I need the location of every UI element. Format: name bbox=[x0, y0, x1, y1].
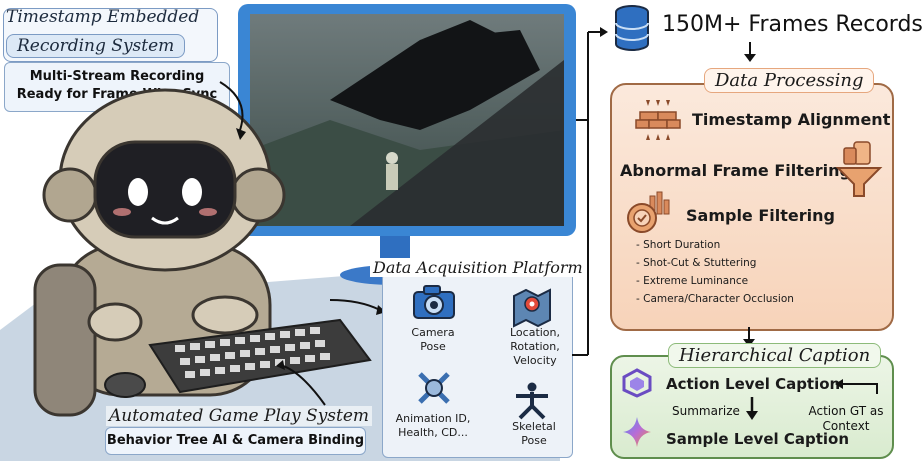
robot-hand-right bbox=[191, 295, 259, 335]
llm-logo-icon bbox=[622, 368, 652, 398]
records-label: 150M+ Frames Records bbox=[662, 12, 923, 37]
recording-title-line2: Recording System bbox=[6, 34, 186, 58]
map-location-icon bbox=[513, 288, 551, 328]
robot-and-monitor-illustration bbox=[0, 4, 576, 461]
robot-ear-left bbox=[42, 167, 98, 223]
robot-cheek-right bbox=[199, 208, 217, 216]
alignment-wall-icon bbox=[635, 100, 681, 140]
gameplay-title: Automated Game Play System bbox=[106, 406, 373, 426]
timestamp-alignment-label: Timestamp Alignment bbox=[692, 110, 891, 129]
action-level-caption: Action Level Caption bbox=[666, 375, 841, 393]
summarize-down-arrow bbox=[746, 397, 758, 420]
robot-chair-back bbox=[33, 263, 97, 417]
camera-icon bbox=[413, 285, 455, 319]
connector-lines bbox=[572, 27, 608, 356]
action-gt-context-label: Action GT as Context bbox=[808, 404, 884, 433]
robot-ear-right bbox=[230, 167, 286, 223]
crossed-swords-icon bbox=[418, 372, 450, 404]
game-character-body bbox=[386, 164, 398, 190]
recording-arrowhead bbox=[236, 128, 246, 140]
recording-desc-line1: Multi-Stream Recording bbox=[29, 69, 205, 84]
abnormal-filtering-label: Abnormal Frame Filtering bbox=[620, 161, 851, 180]
robot-smile bbox=[151, 216, 179, 225]
acquisition-arrow bbox=[329, 299, 381, 311]
robot-cheek-left bbox=[113, 208, 131, 216]
gameplay-desc: Behavior Tree AI & Camera Binding bbox=[105, 427, 366, 455]
game-dragon-shadow bbox=[350, 60, 564, 226]
mouse bbox=[104, 372, 146, 398]
robot-eye-right bbox=[182, 178, 202, 206]
recording-arrow bbox=[219, 81, 244, 131]
skeleton-pose-icon bbox=[516, 382, 548, 420]
acquisition-title: Data Acquisition Platform bbox=[370, 258, 586, 277]
gemini-sparkle-icon bbox=[623, 417, 651, 447]
filter-item: - Camera/Character Occlusion bbox=[636, 293, 794, 305]
camera-pose-label: Camera Pose bbox=[411, 326, 455, 353]
filter-item: - Short Duration bbox=[636, 239, 721, 251]
sample-level-caption: Sample Level Caption bbox=[666, 430, 850, 448]
location-label: Location, Rotation, Velocity bbox=[509, 326, 561, 367]
processing-title: Data Processing bbox=[704, 68, 875, 93]
filter-items-list: - Short Duration - Shot-Cut & Stuttering… bbox=[636, 236, 794, 308]
animation-label: Animation ID, Health, CD... bbox=[395, 412, 471, 439]
skeletal-label: Skeletal Pose bbox=[512, 420, 556, 447]
caption-title: Hierarchical Caption bbox=[668, 343, 882, 368]
records-down-arrow bbox=[744, 42, 756, 62]
robot-arm-left bbox=[87, 302, 143, 342]
filter-item: - Extreme Luminance bbox=[636, 275, 749, 287]
context-feedback-arrow bbox=[835, 379, 878, 394]
filter-funnel-icon bbox=[835, 141, 883, 197]
summarize-label: Summarize bbox=[672, 404, 740, 418]
sample-certificate-icon bbox=[627, 191, 670, 233]
filter-item: - Shot-Cut & Stuttering bbox=[636, 257, 757, 269]
database-icon bbox=[615, 5, 649, 51]
game-dragon-silhouette bbox=[330, 30, 540, 130]
game-dragon-wing bbox=[420, 20, 500, 40]
game-character-head bbox=[386, 152, 398, 164]
keyboard-keys bbox=[175, 327, 330, 378]
sample-filtering-label: Sample Filtering bbox=[686, 206, 835, 225]
gameplay-arrowhead bbox=[276, 360, 285, 370]
robot-eye-left bbox=[128, 178, 148, 206]
recording-title-line1: Timestamp Embedded bbox=[6, 7, 200, 27]
